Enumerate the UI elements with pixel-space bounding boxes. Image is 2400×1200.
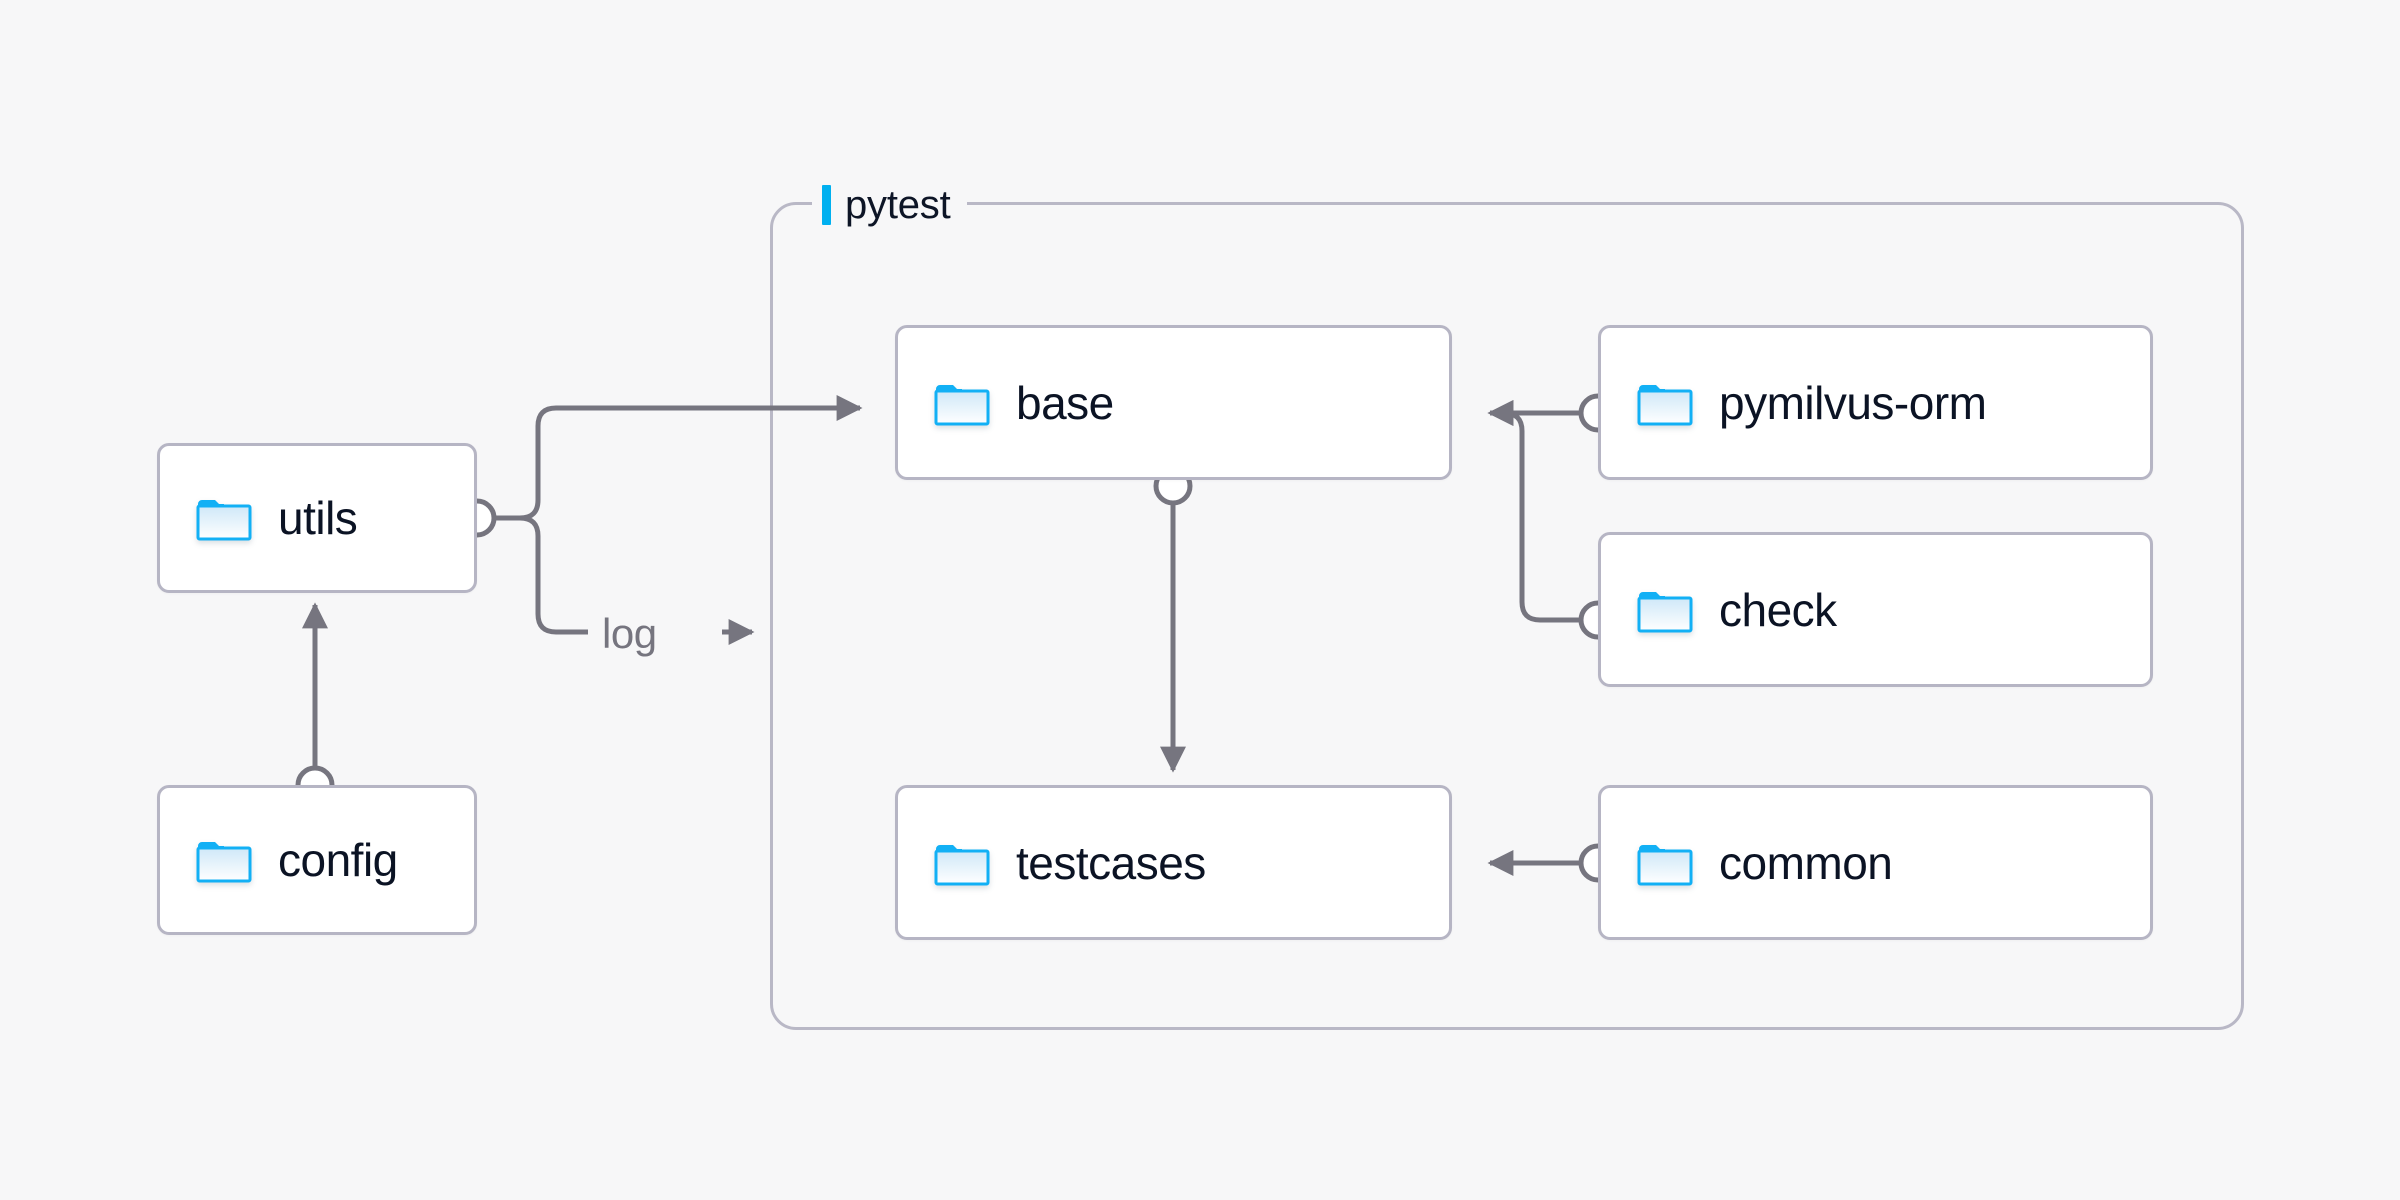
group-pytest-label-wrap: pytest	[812, 178, 967, 232]
node-label: utils	[278, 492, 358, 544]
node-label: base	[1016, 376, 1114, 429]
group-accent-bar	[822, 185, 831, 225]
node-label: common	[1719, 836, 1893, 889]
group-pytest[interactable]	[770, 202, 2244, 1030]
node-testcases[interactable]: testcases	[895, 785, 1452, 940]
node-check[interactable]: check	[1598, 532, 2153, 687]
group-pytest-label: pytest	[845, 182, 951, 227]
node-label: check	[1719, 583, 1837, 636]
node-base[interactable]: base	[895, 325, 1452, 480]
node-label: testcases	[1016, 836, 1206, 889]
folder-icon	[196, 495, 252, 541]
node-utils[interactable]: utils	[157, 443, 477, 593]
node-config[interactable]: config	[157, 785, 477, 935]
folder-icon	[934, 380, 990, 426]
edge-utils-to-log	[494, 515, 588, 635]
edge-label-log: log	[602, 610, 657, 657]
folder-icon	[934, 840, 990, 886]
node-common[interactable]: common	[1598, 785, 2153, 940]
folder-icon	[1637, 587, 1693, 633]
folder-icon	[1637, 840, 1693, 886]
folder-icon	[196, 837, 252, 883]
node-label: pymilvus-orm	[1719, 376, 1987, 429]
folder-icon	[1637, 380, 1693, 426]
node-label: config	[278, 834, 398, 886]
node-pymilvus-orm[interactable]: pymilvus-orm	[1598, 325, 2153, 480]
